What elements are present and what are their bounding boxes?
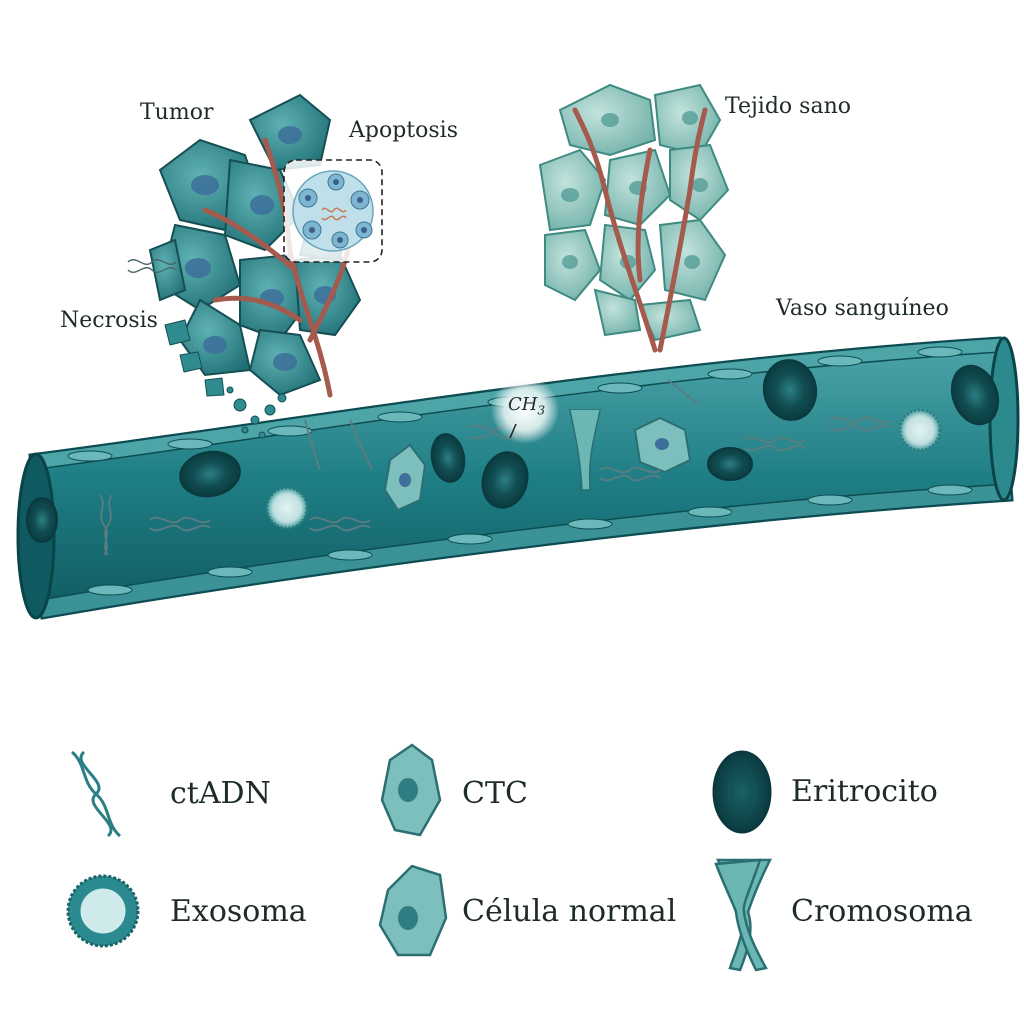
- legend-chromosome-icon: [714, 858, 773, 972]
- vessel-exosomes: [265, 408, 942, 530]
- legend-label-exosome: Exosoma: [170, 894, 307, 929]
- label-necrosis: Necrosis: [60, 308, 158, 333]
- apoptosis-inset: [283, 159, 383, 263]
- methyl-subscript: 3: [537, 403, 546, 418]
- legend-label-chromosome: Cromosoma: [791, 894, 973, 929]
- legend-label-ctc: CTC: [462, 776, 528, 811]
- label-methyl-group: CH3: [508, 396, 545, 417]
- necrosis-debris: [164, 319, 287, 439]
- legend-label-erythrocyte: Eritrocito: [791, 774, 938, 809]
- vessel-ctdna: [99, 379, 891, 556]
- label-tumor: Tumor: [140, 100, 214, 125]
- legend-exosome-icon: [66, 874, 140, 948]
- methyl-text: CH: [508, 394, 538, 415]
- label-apoptosis: Apoptosis: [349, 118, 459, 143]
- legend-label-normal-cell: Célula normal: [462, 894, 677, 929]
- vessel-erythrocytes: [26, 359, 1000, 543]
- vessel-ctc-nuclei: [399, 438, 669, 487]
- legend-erythrocyte-icon: [712, 750, 772, 834]
- healthy-tissue: [538, 83, 730, 353]
- label-blood-vessel: Vaso sanguíneo: [776, 296, 949, 321]
- vessel-chromosome: [568, 409, 602, 491]
- label-healthy-tissue: Tejido sano: [725, 94, 851, 119]
- legend-ctc-icon: [380, 743, 442, 837]
- legend-ctdna-icon: [70, 750, 122, 838]
- necrosis-dna-fragment: [127, 259, 177, 273]
- tumor: [148, 93, 362, 398]
- legend-normal-cell-icon: [378, 864, 448, 957]
- legend-label-ctdna: ctADN: [170, 776, 271, 811]
- methylation-marker: [491, 376, 559, 444]
